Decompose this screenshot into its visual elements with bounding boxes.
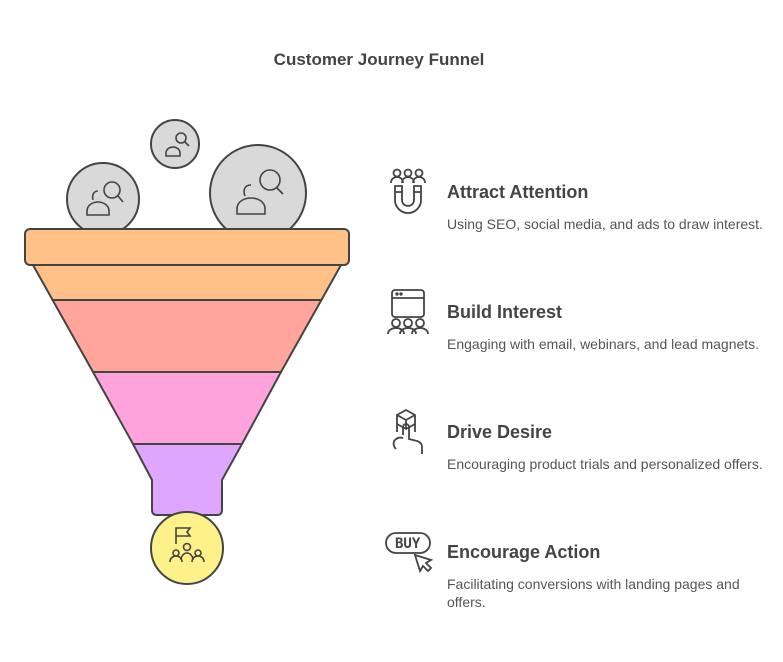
webinar-icon — [387, 289, 429, 335]
funnel-stage-2 — [51, 299, 323, 373]
step-heading: Encourage Action — [447, 542, 601, 562]
step-encourage-action: Encourage Action Facilitating conversion… — [447, 542, 767, 611]
step-build-interest: Build Interest Engaging with email, webi… — [447, 302, 767, 353]
bubble-right — [209, 144, 307, 242]
funnel-rim — [24, 228, 350, 266]
funnel-stage-4 — [132, 443, 243, 516]
step-heading: Build Interest — [447, 302, 563, 322]
step-description: Engaging with email, webinars, and lead … — [447, 336, 760, 352]
buy-cursor-icon: BUY — [383, 527, 433, 577]
diagram-title: Customer Journey Funnel — [273, 50, 485, 69]
buy-label: BUY — [395, 536, 421, 552]
hand-box-icon — [392, 408, 423, 454]
action-circle — [150, 511, 224, 585]
funnel-stage-3 — [92, 371, 282, 445]
step-attract-attention: Attract Attention Using SEO, social medi… — [447, 182, 767, 233]
step-description: Encouraging product trials and personali… — [447, 456, 763, 472]
magnet-people-icon — [390, 168, 426, 214]
step-description: Facilitating conversions with landing pa… — [447, 576, 740, 610]
funnel-stage-1 — [32, 264, 342, 301]
step-description: Using SEO, social media, and ads to draw… — [447, 216, 763, 232]
bubble-left — [66, 162, 140, 236]
step-drive-desire: Drive Desire Encouraging product trials … — [447, 422, 767, 473]
bubble-small — [150, 119, 200, 169]
user-search-icons — [86, 132, 284, 216]
step-heading: Attract Attention — [447, 182, 589, 202]
flag-team-icon — [169, 527, 205, 563]
step-heading: Drive Desire — [447, 422, 553, 442]
